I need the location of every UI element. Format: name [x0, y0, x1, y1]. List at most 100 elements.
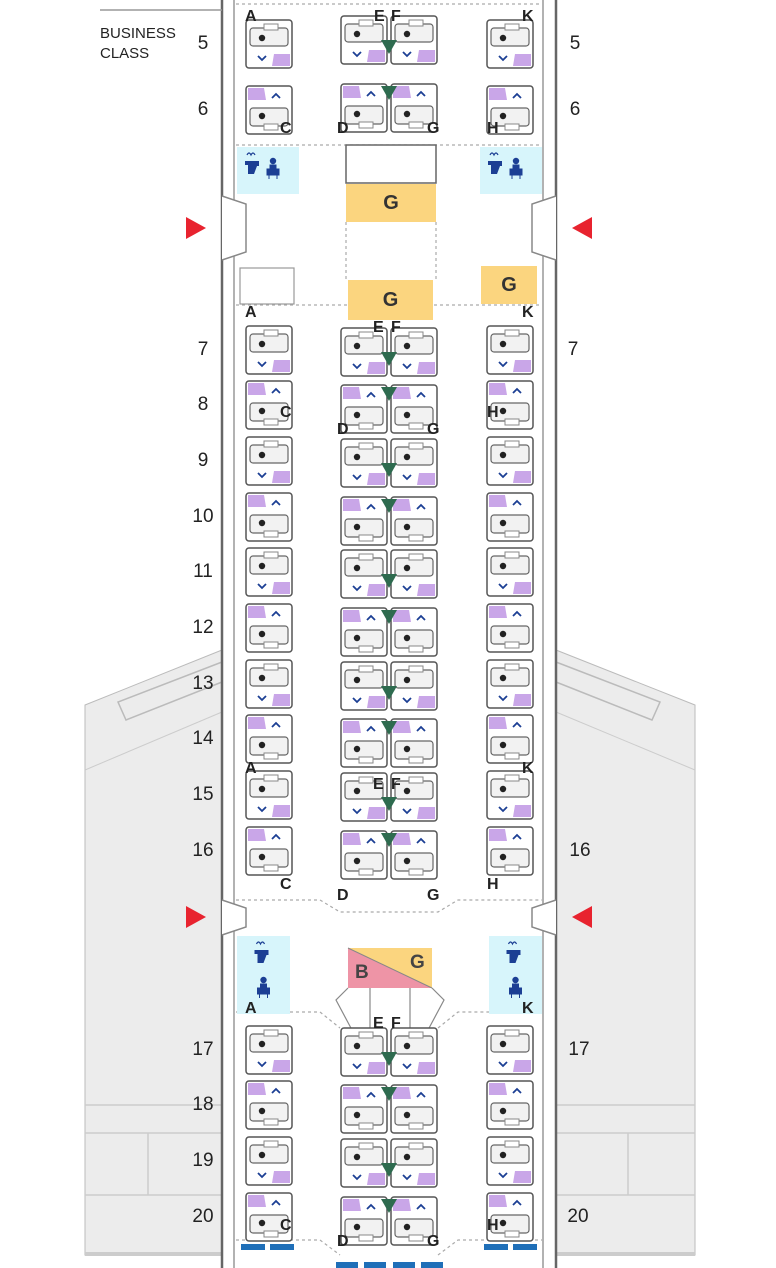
chevron-down-icon: [498, 55, 508, 62]
chevron-down-icon: [257, 806, 267, 813]
seat-cushion: [394, 852, 434, 872]
seat-dot: [258, 340, 266, 348]
seat-dot: [353, 745, 361, 753]
seat-dot: [403, 634, 411, 642]
seat-headrest: [408, 121, 424, 129]
seat-letter-c: C: [280, 404, 292, 421]
seat-ottoman: [343, 1199, 361, 1211]
seat-letter-g: G: [427, 887, 440, 904]
seat-letter-e: E: [373, 319, 384, 336]
chevron-down-icon: [498, 1172, 508, 1179]
chevron-up-icon: [416, 90, 426, 97]
galley-label: G: [501, 274, 517, 296]
seat-letter-f: F: [391, 1015, 401, 1032]
seat-ottoman: [489, 495, 507, 507]
chevron-down-icon: [402, 808, 412, 815]
seat-window-right: [486, 714, 534, 764]
seat-dot: [403, 342, 411, 350]
seat-dot: [499, 562, 507, 570]
seat-dot: [258, 1219, 266, 1227]
seat-center-left: [340, 718, 388, 768]
seat-headrest: [504, 418, 520, 426]
chevron-up-icon: [366, 725, 376, 732]
seat-ottoman: [393, 610, 411, 622]
seat-dot: [353, 857, 361, 865]
seat-dot: [403, 676, 411, 684]
seat-dot: [353, 676, 361, 684]
chevron-down-icon: [402, 1063, 412, 1070]
seat-ottoman: [393, 499, 411, 511]
seat-direction-arrow-icon: [381, 387, 397, 401]
seat-window-right: [486, 436, 534, 486]
lavatory-block: [489, 936, 542, 1014]
baby-change-icon: [509, 983, 522, 998]
seat-cushion: [249, 625, 289, 645]
row-number-right: 7: [567, 339, 579, 360]
seat-dot: [353, 1153, 361, 1161]
seat-dot: [353, 1111, 361, 1119]
chevron-up-icon: [366, 614, 376, 621]
seat-ottoman: [393, 1087, 411, 1099]
lavatory-steam-icon: [507, 941, 518, 946]
seat-dot: [499, 785, 507, 793]
chevron-down-icon: [257, 1172, 267, 1179]
lavatory-steam-icon: [489, 152, 499, 157]
seat-letter-f: F: [391, 8, 401, 25]
seat-dot: [353, 564, 361, 572]
seat-headrest: [504, 123, 520, 131]
left-wing-bottom: [85, 1252, 222, 1256]
seat-ottoman: [417, 584, 435, 596]
seat-letter-a: A: [245, 304, 257, 321]
seat-cushion: [490, 1144, 530, 1164]
seat-ottoman: [417, 1173, 435, 1185]
seat-ottoman: [272, 1060, 290, 1072]
baby-change-icon: [269, 157, 277, 165]
chevron-up-icon: [271, 833, 281, 840]
seat-center-right: [390, 1027, 438, 1077]
bar-galley-label: G: [410, 952, 425, 973]
seat-headrest: [358, 331, 374, 339]
seat-headrest: [263, 23, 279, 31]
seat-dot: [403, 787, 411, 795]
exit-arrow-right-icon: [572, 217, 592, 239]
seat-dot: [258, 741, 266, 749]
row-number-left: 6: [197, 99, 209, 120]
row-number-left: 17: [192, 1039, 214, 1060]
seat-ottoman: [343, 1087, 361, 1099]
seat-cushion: [344, 518, 384, 538]
seat-cushion: [344, 1218, 384, 1238]
seat-ottoman: [513, 694, 531, 706]
seat-ottoman: [367, 362, 385, 374]
seat-dot: [258, 1151, 266, 1159]
economy-seat-indicator: [513, 1244, 537, 1250]
seat-direction-arrow-icon: [381, 86, 397, 100]
seat-cushion: [249, 555, 289, 575]
seat-cushion: [394, 669, 434, 689]
seat-letter-d: D: [337, 421, 349, 438]
seat-headrest: [358, 442, 374, 450]
seat-cushion: [344, 1106, 384, 1126]
seat-dot: [499, 519, 507, 527]
seat-letter-c: C: [280, 876, 292, 893]
economy-seat-indicator: [364, 1262, 386, 1268]
baby-change-icon: [257, 983, 270, 998]
cabin-class-line2: CLASS: [100, 45, 150, 62]
chevron-down-icon: [352, 585, 362, 592]
seat-letter-d: D: [337, 1233, 349, 1250]
seat-direction-arrow-icon: [381, 352, 397, 366]
seat-cushion: [344, 406, 384, 426]
row-number-left: 15: [192, 784, 214, 805]
seat-headrest: [263, 418, 279, 426]
seat-headrest: [358, 1031, 374, 1039]
seat-headrest: [358, 1234, 374, 1242]
bar-divider: [347, 947, 433, 989]
seat-letter-a: A: [245, 8, 257, 25]
seat-window-left: [245, 826, 293, 876]
seat-dot: [258, 34, 266, 42]
seat-headrest: [408, 776, 424, 784]
seat-dot: [403, 1153, 411, 1161]
seat-headrest: [408, 756, 424, 764]
seat-ottoman: [343, 610, 361, 622]
seat-ottoman: [513, 360, 531, 372]
seat-center-right: [390, 607, 438, 657]
